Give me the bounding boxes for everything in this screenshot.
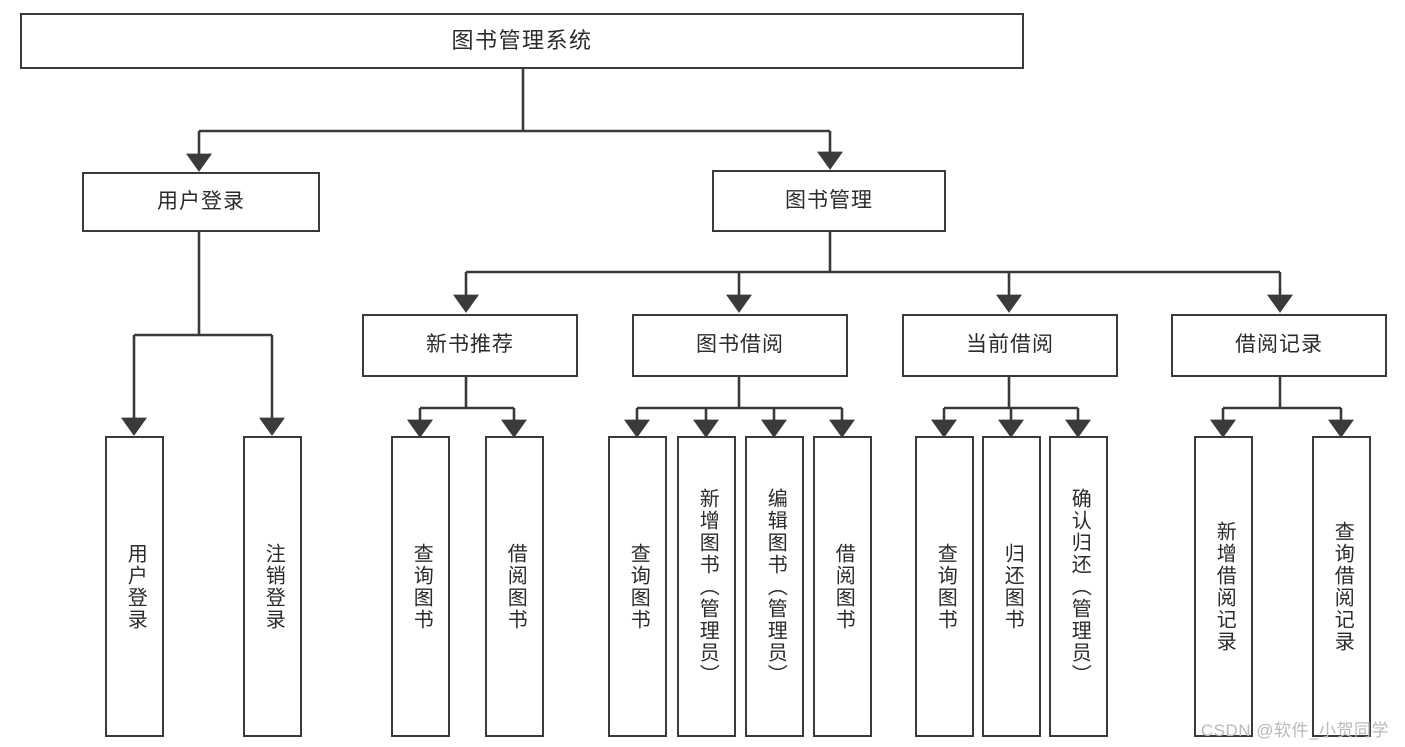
node-user-login[interactable]: 用户登录 [82, 172, 320, 232]
node-leaf-query-book-2[interactable]: 查询图书 [608, 436, 667, 737]
node-leaf-edit-book[interactable]: 编辑图书（管理员） [745, 436, 804, 737]
node-user-login-label: 用户登录 [157, 189, 245, 213]
node-root[interactable]: 图书管理系统 [20, 13, 1024, 69]
node-new-book-recommend[interactable]: 新书推荐 [362, 314, 578, 377]
node-book-borrow[interactable]: 图书借阅 [632, 314, 848, 377]
node-leaf-confirm-return-label: 确认归还（管理员） [1068, 487, 1091, 686]
node-book-borrow-label: 图书借阅 [696, 333, 784, 357]
node-current-borrow-label: 当前借阅 [966, 333, 1054, 357]
node-leaf-confirm-return[interactable]: 确认归还（管理员） [1049, 436, 1108, 737]
node-leaf-query-book-1-label: 查询图书 [410, 542, 433, 631]
node-leaf-query-record[interactable]: 查询借阅记录 [1312, 436, 1371, 737]
node-leaf-return-book[interactable]: 归还图书 [982, 436, 1041, 737]
node-leaf-borrow-book-1-label: 借阅图书 [504, 542, 527, 631]
node-leaf-borrow-book-2-label: 借阅图书 [832, 542, 855, 631]
node-leaf-query-book-3-label: 查询图书 [934, 542, 957, 631]
node-leaf-user-login[interactable]: 用户登录 [105, 436, 164, 737]
node-leaf-add-record[interactable]: 新增借阅记录 [1194, 436, 1253, 737]
node-borrow-record[interactable]: 借阅记录 [1171, 314, 1387, 377]
node-leaf-add-record-label: 新增借阅记录 [1213, 520, 1236, 653]
node-leaf-borrow-book-1[interactable]: 借阅图书 [485, 436, 544, 737]
node-leaf-logout-label: 注销登录 [262, 542, 285, 631]
watermark: CSDN @软件_小贺同学 [1200, 721, 1389, 740]
node-book-manage-label: 图书管理 [785, 188, 873, 212]
node-leaf-return-book-label: 归还图书 [1001, 542, 1024, 631]
node-book-manage[interactable]: 图书管理 [712, 170, 946, 232]
node-leaf-user-login-label: 用户登录 [124, 542, 147, 631]
node-borrow-record-label: 借阅记录 [1235, 333, 1323, 357]
node-current-borrow[interactable]: 当前借阅 [902, 314, 1118, 377]
node-leaf-add-book-label: 新增图书（管理员） [696, 487, 719, 686]
node-leaf-query-book-2-label: 查询图书 [627, 542, 650, 631]
node-root-label: 图书管理系统 [451, 27, 593, 53]
node-new-book-recommend-label: 新书推荐 [426, 333, 514, 357]
node-leaf-query-record-label: 查询借阅记录 [1331, 520, 1354, 653]
node-leaf-query-book-1[interactable]: 查询图书 [391, 436, 450, 737]
node-leaf-logout[interactable]: 注销登录 [243, 436, 302, 737]
node-leaf-query-book-3[interactable]: 查询图书 [915, 436, 974, 737]
node-leaf-borrow-book-2[interactable]: 借阅图书 [813, 436, 872, 737]
node-leaf-add-book[interactable]: 新增图书（管理员） [677, 436, 736, 737]
node-leaf-edit-book-label: 编辑图书（管理员） [764, 487, 787, 686]
